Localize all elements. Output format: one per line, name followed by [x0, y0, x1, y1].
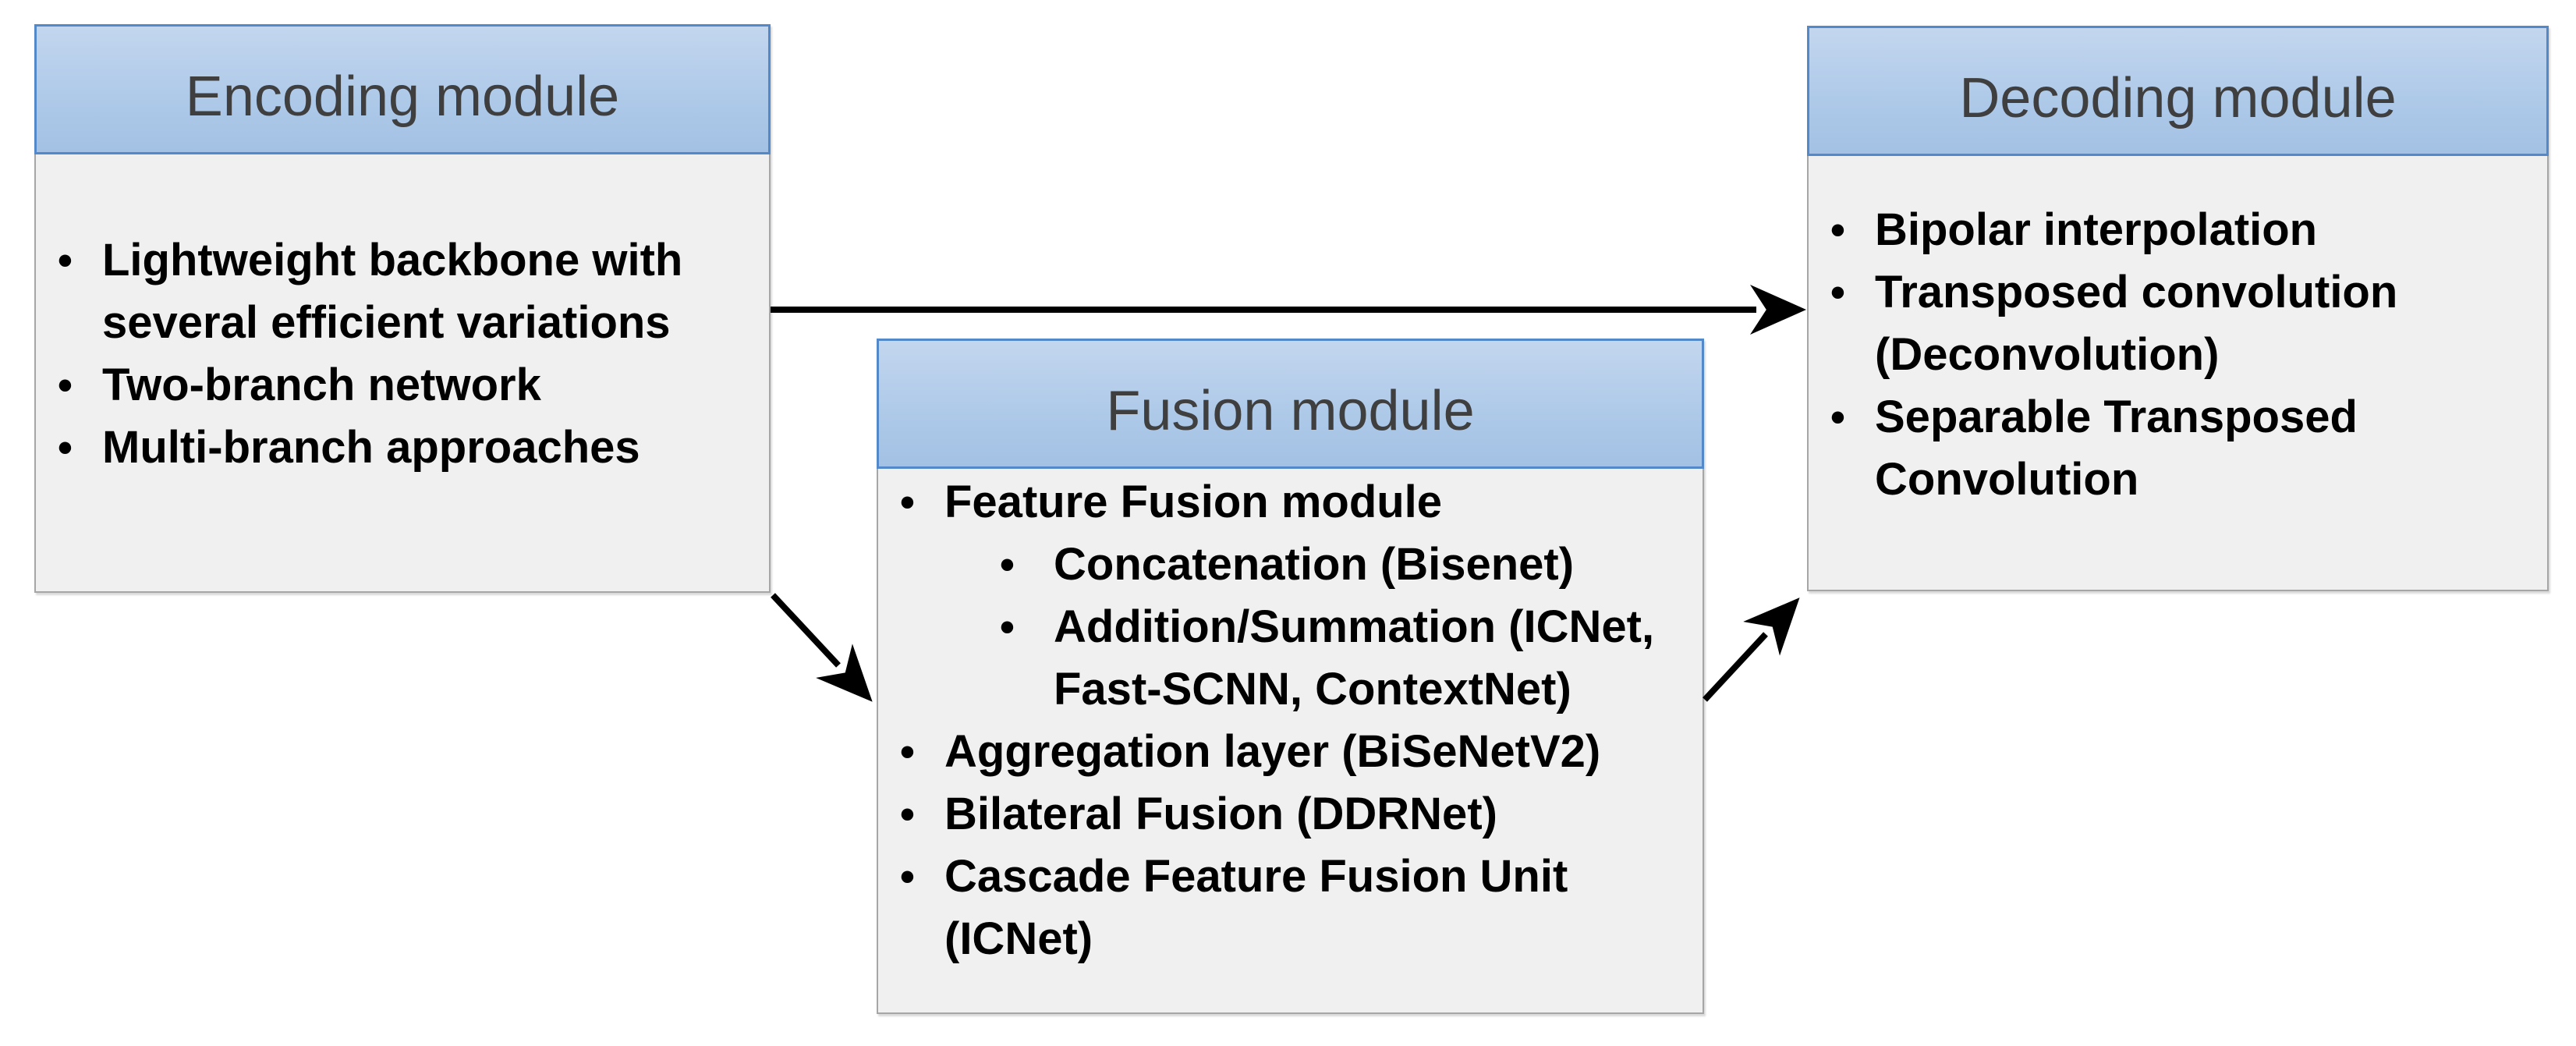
encoding-module-title: Encoding module — [185, 65, 620, 128]
encoding-module-body: • Lightweight backbone with several effi… — [36, 154, 769, 591]
list-item: • Bilateral Fusion (DDRNet) — [878, 783, 1703, 846]
decoding-module-header: Decoding module — [1807, 26, 2549, 156]
list-item: • Cascade Feature Fusion Unit — [878, 846, 1703, 908]
fusion-module-title: Fusion module — [1106, 379, 1475, 442]
list-item: several efficient variations — [36, 292, 769, 354]
list-item-text: several efficient variations — [102, 297, 671, 348]
list-item-text: Fast-SCNN, ContextNet) — [1054, 664, 1571, 714]
list-item: • Multi-branch approaches — [36, 417, 769, 479]
list-item: (Deconvolution) — [1809, 324, 2547, 386]
decoding-module-box: Decoding module • Bipolar interpolation … — [1807, 26, 2549, 591]
encoding-module-box: Encoding module • Lightweight backbone w… — [34, 24, 771, 593]
list-item-text: Multi-branch approaches — [102, 422, 640, 473]
list-item: • Transposed convolution — [1809, 261, 2547, 324]
decoding-module-title: Decoding module — [1959, 66, 2397, 129]
bullet-icon: • — [1830, 394, 1845, 441]
fusion-module-body: • Feature Fusion module • Concatenation … — [878, 469, 1703, 1012]
bullet-icon: • — [1000, 604, 1015, 651]
list-item-text: Convolution — [1875, 454, 2139, 505]
encoding-module-header: Encoding module — [34, 24, 771, 154]
list-item-text: Cascade Feature Fusion Unit — [944, 851, 1568, 902]
bullet-icon: • — [900, 729, 915, 775]
arrow-fusion-to-decoding — [1703, 597, 1800, 702]
list-item: • Separable Transposed — [1809, 386, 2547, 449]
fusion-module-box: Fusion module • Feature Fusion module • … — [877, 339, 1704, 1014]
bullet-icon: • — [1830, 269, 1845, 316]
list-item: • Lightweight backbone with — [36, 229, 769, 292]
decoding-module-body: • Bipolar interpolation • Transposed con… — [1809, 156, 2547, 590]
list-item: (ICNet) — [878, 908, 1703, 970]
list-item-text: Lightweight backbone with — [102, 235, 683, 285]
list-item-text: Bipolar interpolation — [1875, 204, 2318, 255]
list-item-text: Two-branch network — [102, 360, 541, 410]
bullet-icon: • — [900, 853, 915, 900]
arrow-encoding-to-fusion — [771, 593, 873, 702]
list-item: Convolution — [1809, 449, 2547, 511]
list-item: • Two-branch network — [36, 354, 769, 417]
list-item-text: Transposed convolution — [1875, 267, 2398, 317]
bullet-icon: • — [900, 479, 915, 526]
list-item: • Concatenation (Bisenet) — [878, 534, 1703, 596]
list-item-text: Feature Fusion module — [944, 477, 1443, 527]
list-item-text: Addition/Summation (ICNet, — [1054, 601, 1655, 652]
list-item: Fast-SCNN, ContextNet) — [878, 658, 1703, 721]
list-item-text: Concatenation (Bisenet) — [1054, 539, 1575, 590]
list-item: • Bipolar interpolation — [1809, 199, 2547, 261]
bullet-icon: • — [900, 791, 915, 838]
list-item-text: (Deconvolution) — [1875, 329, 2220, 380]
fusion-module-header: Fusion module — [877, 339, 1704, 469]
bullet-icon: • — [58, 424, 73, 471]
list-item-text: (ICNet) — [944, 913, 1093, 964]
bullet-icon: • — [1000, 541, 1015, 588]
list-item-text: Aggregation layer (BiSeNetV2) — [944, 726, 1601, 777]
list-item-text: Separable Transposed — [1875, 392, 2358, 442]
bullet-icon: • — [58, 362, 73, 409]
list-item: • Feature Fusion module — [878, 471, 1703, 534]
list-item: • Aggregation layer (BiSeNetV2) — [878, 721, 1703, 783]
bullet-icon: • — [1830, 207, 1845, 254]
list-item: • Addition/Summation (ICNet, — [878, 596, 1703, 658]
list-item-text: Bilateral Fusion (DDRNet) — [944, 789, 1497, 839]
bullet-icon: • — [58, 237, 73, 284]
